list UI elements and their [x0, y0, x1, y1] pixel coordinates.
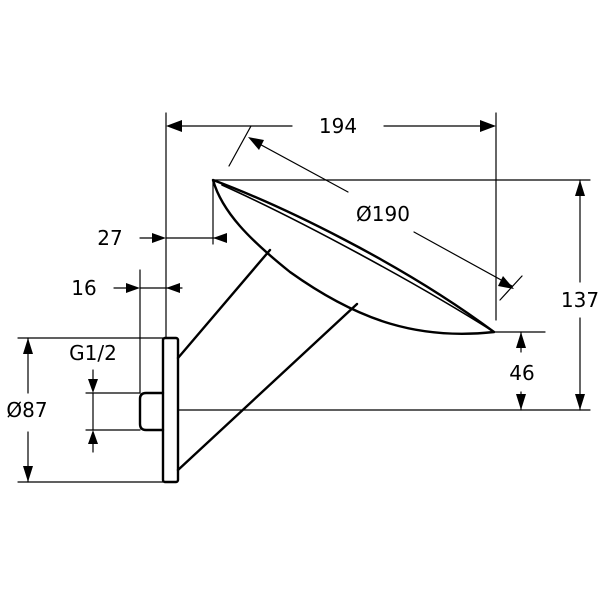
dim-label-head-offset: 27	[97, 226, 122, 250]
dim-label-background	[557, 287, 600, 313]
shower-head-body	[211, 178, 496, 335]
dim-label-overall-height: 137	[561, 288, 599, 312]
dimension-thread: G1/2	[66, 340, 120, 453]
dim-label-background	[94, 225, 126, 251]
dimension-flange-diameter: Ø87	[3, 337, 51, 483]
shower-head-part	[138, 178, 496, 484]
dim-label-background	[315, 113, 361, 139]
dim-label-background	[68, 275, 100, 301]
arm-upper-edge	[176, 248, 272, 360]
dim-label-background	[506, 360, 538, 386]
dimension-head-diameter: Ø190	[228, 125, 523, 301]
dimension-rim-height: 46	[506, 331, 538, 411]
dim-label-flange-thickness: 16	[71, 276, 96, 300]
dimension-overall-height: 137	[557, 179, 600, 411]
dim-label-background	[66, 340, 120, 366]
wall-flange	[161, 336, 180, 484]
dim-label-head-diameter: Ø190	[356, 202, 410, 226]
dimension-head-offset: 27	[94, 225, 227, 251]
dim-label-thread: G1/2	[69, 341, 117, 365]
dimension-flange-thickness: 16	[68, 275, 183, 301]
shower-head-face	[221, 184, 495, 333]
thread-connector	[138, 391, 165, 432]
arm-lower-edge	[176, 302, 359, 472]
dim-label-background	[3, 397, 51, 423]
dim-label-flange-diameter: Ø87	[6, 398, 47, 422]
dimension-overall-width: 194	[166, 113, 496, 139]
dim-label-rim-height: 46	[509, 361, 534, 385]
dim-label-background	[353, 201, 413, 227]
dim-label-overall-width: 194	[319, 114, 357, 138]
